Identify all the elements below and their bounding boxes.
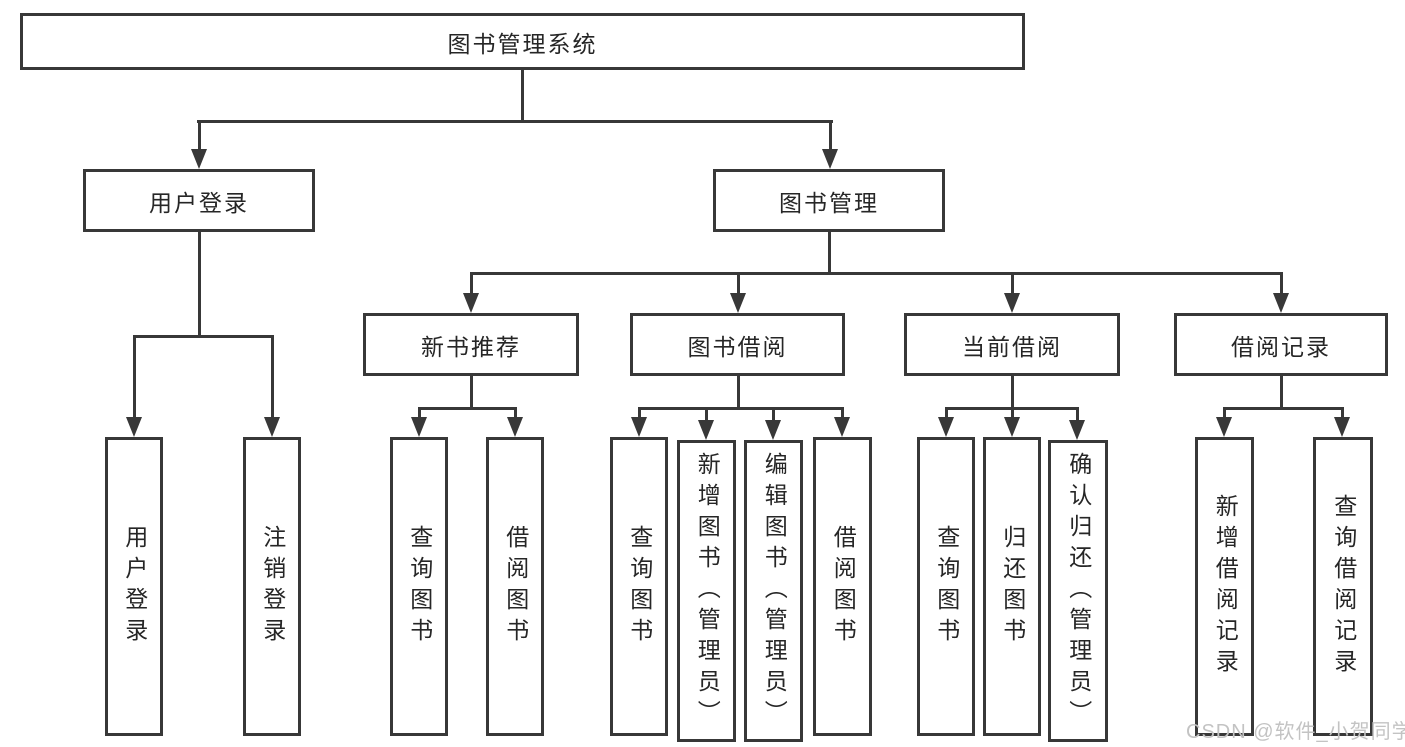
- leaf-edit-books-admin: 编辑图书（管理员）: [744, 440, 803, 742]
- node-new-book-recommend: 新书推荐: [363, 313, 579, 376]
- arrow-down-icon: [1004, 293, 1020, 313]
- node-label: 查询图书: [933, 524, 960, 649]
- connector-current-drop-1: [945, 407, 948, 420]
- connector-current-drop-3: [1076, 407, 1079, 423]
- arrow-down-icon: [191, 149, 207, 169]
- node-label: 查询图书: [626, 524, 653, 649]
- leaf-query-borrow-record: 查询借阅记录: [1313, 437, 1373, 736]
- leaf-query-books-current: 查询图书: [917, 437, 975, 736]
- node-label: 确认归还（管理员）: [1065, 451, 1092, 731]
- node-label: 用户登录: [149, 189, 249, 216]
- connector-root-drop-right: [829, 120, 832, 151]
- connector-recommend-drop-1: [418, 407, 421, 420]
- connector-borrow-bus: [638, 407, 843, 410]
- connector-login-bus: [133, 335, 274, 338]
- connector-recommend-bus: [418, 407, 517, 410]
- connector-root-bus: [197, 120, 833, 123]
- node-label: 当前借阅: [962, 333, 1062, 360]
- connector-recommend-stem: [470, 376, 473, 410]
- connector-mgmt-drop-1: [470, 272, 473, 296]
- node-label: 新增图书（管理员）: [694, 451, 721, 731]
- connector-root-stem: [521, 70, 524, 122]
- connector-current-drop-2: [1011, 407, 1014, 420]
- arrow-down-icon: [631, 417, 647, 437]
- arrow-down-icon: [1334, 417, 1350, 437]
- leaf-borrow-books: 借阅图书: [813, 437, 872, 736]
- leaf-user-login: 用户登录: [105, 437, 163, 736]
- node-label: 注销登录: [259, 524, 286, 649]
- arrow-down-icon: [1004, 417, 1020, 437]
- node-label: 编辑图书（管理员）: [761, 451, 788, 731]
- leaf-confirm-return-admin: 确认归还（管理员）: [1048, 440, 1108, 742]
- node-label: 图书管理系统: [447, 30, 598, 57]
- arrow-down-icon: [411, 417, 427, 437]
- arrow-down-icon: [463, 293, 479, 313]
- node-book-management: 图书管理: [713, 169, 945, 232]
- node-label: 新增借阅记录: [1212, 493, 1239, 680]
- connector-records-drop-2: [1341, 407, 1344, 420]
- connector-borrow-stem: [737, 376, 740, 410]
- connector-records-drop-1: [1223, 407, 1226, 420]
- leaf-borrow-books-recommend: 借阅图书: [486, 437, 544, 736]
- arrow-down-icon: [834, 417, 850, 437]
- csdn-watermark: CSDN @软件_小贺同学: [1186, 721, 1405, 743]
- connector-borrow-drop-2: [705, 407, 708, 423]
- leaf-add-borrow-record: 新增借阅记录: [1195, 437, 1254, 736]
- connector-recommend-drop-2: [514, 407, 517, 420]
- node-label: 借阅记录: [1231, 333, 1331, 360]
- node-book-borrowing: 图书借阅: [630, 313, 845, 376]
- arrow-down-icon: [765, 420, 781, 440]
- connector-current-stem: [1011, 376, 1014, 410]
- connector-mgmt-stem: [828, 232, 831, 275]
- connector-login-stem: [198, 232, 201, 338]
- node-label: 新书推荐: [421, 333, 521, 360]
- arrow-down-icon: [507, 417, 523, 437]
- arrow-down-icon: [822, 149, 838, 169]
- arrow-down-icon: [1069, 420, 1085, 440]
- node-label: 用户登录: [121, 524, 148, 649]
- connector-mgmt-drop-3: [1011, 272, 1014, 296]
- connector-mgmt-drop-4: [1280, 272, 1283, 296]
- connector-login-drop-1: [133, 335, 136, 417]
- arrow-down-icon: [126, 417, 142, 437]
- arrow-down-icon: [938, 417, 954, 437]
- arrow-down-icon: [1273, 293, 1289, 313]
- leaf-query-books-borrow: 查询图书: [610, 437, 668, 736]
- connector-root-drop-left: [198, 120, 201, 151]
- arrow-down-icon: [730, 293, 746, 313]
- connector-mgmt-drop-2: [737, 272, 740, 296]
- connector-borrow-drop-3: [772, 407, 775, 423]
- leaf-logout: 注销登录: [243, 437, 301, 736]
- arrow-down-icon: [698, 420, 714, 440]
- connector-mgmt-bus: [470, 272, 1282, 275]
- node-current-borrowing: 当前借阅: [904, 313, 1120, 376]
- node-label: 图书管理: [779, 189, 879, 216]
- node-label: 借阅图书: [502, 524, 529, 649]
- leaf-return-books: 归还图书: [983, 437, 1041, 736]
- node-library-system: 图书管理系统: [20, 13, 1025, 70]
- arrow-down-icon: [264, 417, 280, 437]
- connector-borrow-drop-1: [638, 407, 641, 420]
- connector-login-drop-2: [271, 335, 274, 417]
- arrow-down-icon: [1216, 417, 1232, 437]
- leaf-query-books-recommend: 查询图书: [390, 437, 448, 736]
- node-label: 借阅图书: [830, 524, 857, 649]
- node-user-login: 用户登录: [83, 169, 315, 232]
- leaf-add-books-admin: 新增图书（管理员）: [677, 440, 736, 742]
- connector-borrow-drop-4: [841, 407, 844, 420]
- node-label: 图书借阅: [687, 333, 788, 360]
- node-label: 归还图书: [999, 524, 1026, 649]
- node-label: 查询图书: [406, 524, 433, 649]
- node-borrowing-records: 借阅记录: [1174, 313, 1388, 376]
- connector-records-bus: [1223, 407, 1344, 410]
- connector-records-stem: [1280, 376, 1283, 410]
- node-label: 查询借阅记录: [1330, 493, 1357, 680]
